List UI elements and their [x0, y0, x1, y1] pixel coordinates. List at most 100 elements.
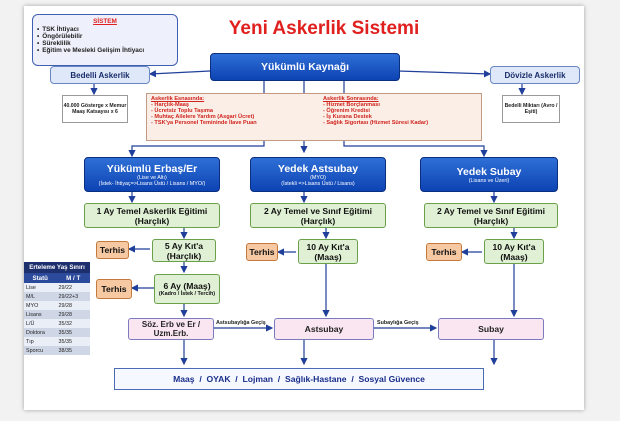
erbas-egitim: 1 Ay Temel Askerlik Eğitimi	[96, 205, 208, 216]
astsubayliga-gecis-label: Astsubaylığa Geçiş	[216, 320, 266, 326]
subay-egitim-box: 2 Ay Temel ve Sınıf Eğitimi (Harçlık)	[424, 203, 558, 228]
subay-kita-sub: (Maaş)	[500, 251, 528, 262]
cell: 29/28	[56, 310, 90, 319]
sonrasinda-item: İş Kurana Destek	[323, 114, 479, 120]
erbas-egitim-box: 1 Ay Temel Askerlik Eğitimi (Harçlık)	[84, 203, 220, 228]
cell: 38/35	[56, 346, 90, 355]
bedelli-label: Bedelli Askerlik	[70, 70, 130, 80]
cell: 35/32	[56, 319, 90, 328]
sonrasinda-item: Sağlık Sigortası (Hizmet Süresi Kadar)	[323, 120, 479, 126]
yukumlu-kaynagi-label: Yükümlü Kaynağı	[260, 61, 350, 73]
astsubay-sub1: (MYO)	[310, 174, 326, 181]
sistem-item: Eğitim ve Mesleki Gelişim İhtiyacı	[37, 47, 173, 54]
cell: L/Ü	[24, 319, 57, 328]
cell: Sporcu	[24, 346, 57, 355]
erteleme-title: Erteleme Yaş Sınırı	[24, 262, 90, 273]
arrow-to-bedelli	[148, 70, 211, 78]
erbas-kita: 5 Ay Kıt'a	[164, 240, 204, 251]
subay-sub1: (Lisans ve Üzeri)	[468, 177, 510, 184]
yedek-subay-box: Yedek Subay (Lisans ve Üzeri)	[420, 157, 558, 192]
cell: 35/35	[56, 337, 90, 346]
erbas-kita-sub: (Harçlık)	[166, 250, 202, 261]
sonrasinda-list: Askerlik Sonrasında: Hizmet Borçlanması …	[319, 94, 483, 128]
dovizle-note-text: Bedelli Miktarı (Avro / Eşiti)	[504, 103, 558, 115]
cell: 29/22	[56, 283, 90, 292]
cell: Lisans	[24, 310, 57, 319]
astsubay-title: Yedek Astsubay	[277, 162, 359, 175]
sistem-item: TSK İhtiyacı	[37, 26, 173, 33]
subay-kita: 10 Ay Kıt'a	[492, 241, 536, 252]
terhis-label: Terhis	[431, 247, 457, 257]
erbas-maas-sub: (Kadro / İstek / Tercih)	[158, 291, 216, 297]
esnasinda-item: Harçlık-Maaş	[151, 102, 315, 108]
astsubay-kita-sub: (Maaş)	[314, 251, 342, 262]
esnasinda-heading: Askerlik Esnasında:	[151, 96, 205, 102]
esnasinda-item: Ücretsiz Toplu Taşıma	[151, 108, 315, 114]
terhis-box-maas: Terhis	[96, 279, 132, 299]
bedelli-askerlik-box: Bedelli Askerlik	[50, 66, 150, 84]
soz-erbas-box: Söz. Erb ve Er / Uzm.Erb.	[128, 318, 214, 340]
astsubay-kita-box: 10 Ay Kıt'a (Maaş)	[298, 239, 358, 264]
erbas-sub1: (Lise ve Altı)	[137, 174, 167, 181]
erbas-egitim-sub: (Harçlık)	[134, 215, 170, 226]
cell: Tıp	[24, 337, 57, 346]
subayliga-gecis-label: Subaylığa Geçiş	[377, 320, 419, 326]
footer-benefits-box: Maaş / OYAK / Lojman / Sağlık-Hastane / …	[114, 368, 484, 390]
sistem-item: Öngörülebilir	[37, 33, 173, 40]
terhis-label: Terhis	[99, 245, 126, 255]
astsubay-egitim-sub: (Harçlık)	[300, 215, 336, 226]
cell: 35/35	[56, 328, 90, 337]
bedelli-note-text: 40.000 Gösterge x Memur Maaş Katsayısı x…	[63, 103, 127, 115]
dovizle-label: Dövizle Askerlik	[504, 70, 566, 80]
sonrasinda-item: Öğrenim Kredisi	[323, 108, 479, 114]
terhis-box-erbas: Terhis	[96, 241, 129, 259]
astsubay-label: Astsubay	[304, 324, 344, 334]
astsubay-egitim-box: 2 Ay Temel ve Sınıf Eğitimi (Harçlık)	[250, 203, 386, 228]
bedelli-note: 40.000 Gösterge x Memur Maaş Katsayısı x…	[62, 95, 128, 123]
terhis-box-astsubay: Terhis	[246, 243, 278, 261]
cell: M/L	[24, 292, 57, 301]
erteleme-header-row: Statü M / T	[24, 273, 90, 283]
astsubay-sub2: (İstekli =>Lisans Üstü / Lisans)	[281, 180, 355, 187]
erteleme-col-mt: M / T	[56, 273, 90, 283]
sonrasinda-item: Hizmet Borçlanması	[323, 102, 479, 108]
sistem-item: Süreklilik	[37, 40, 173, 47]
erbas-sub2: (İstek- İhtiyaç=>Lisans Üstü / Lisans / …	[98, 180, 206, 187]
terhis-label: Terhis	[249, 247, 275, 257]
cell: Lise	[24, 283, 57, 292]
esnasinda-item: TSK'ya Personel Temininde İlave Puan	[151, 120, 315, 126]
yukumlu-erbas-box: Yükümlü Erbaş/Er (Lise ve Altı) (İstek- …	[84, 157, 220, 192]
erbas-kita-box: 5 Ay Kıt'a (Harçlık)	[152, 239, 216, 262]
terhis-label: Terhis	[101, 284, 127, 294]
cell: MYO	[24, 301, 57, 310]
dovizle-note: Bedelli Miktarı (Avro / Eşiti)	[502, 95, 560, 123]
erteleme-col-statu: Statü	[24, 273, 57, 283]
subay-title: Yedek Subay	[456, 165, 522, 178]
subay-kita-box: 10 Ay Kıt'a (Maaş)	[484, 239, 544, 264]
yedek-astsubay-box: Yedek Astsubay (MYO) (İstekli =>Lisans Ü…	[250, 157, 386, 192]
dovizle-askerlik-box: Dövizle Askerlik	[490, 66, 580, 84]
esnasinda-item: Muhtaç Ailelere Yardım (Asgari Ücret)	[151, 114, 315, 120]
sistem-heading: SİSTEM	[93, 18, 117, 25]
benefits-box: Askerlik Esnasında: Harçlık-Maaş Ücretsi…	[146, 93, 482, 141]
subay-box: Subay	[438, 318, 544, 340]
esnasinda-list: Askerlik Esnasında: Harçlık-Maaş Ücretsi…	[147, 94, 319, 128]
astsubay-kita: 10 Ay Kıt'a	[306, 241, 350, 252]
erbas-maas-box: 6 Ay (Maaş) (Kadro / İstek / Tercih)	[154, 274, 220, 304]
subay-egitim-sub: (Harçlık)	[473, 215, 509, 226]
erbas-maas: 6 Ay (Maaş)	[163, 281, 211, 291]
cell: 29/28	[56, 301, 90, 310]
subay-egitim: 2 Ay Temel ve Sınıf Eğitimi	[436, 205, 546, 216]
erbas-title: Yükümlü Erbaş/Er	[106, 162, 198, 175]
cell: 29/22+3	[56, 292, 90, 301]
astsubay-box: Astsubay	[274, 318, 374, 340]
